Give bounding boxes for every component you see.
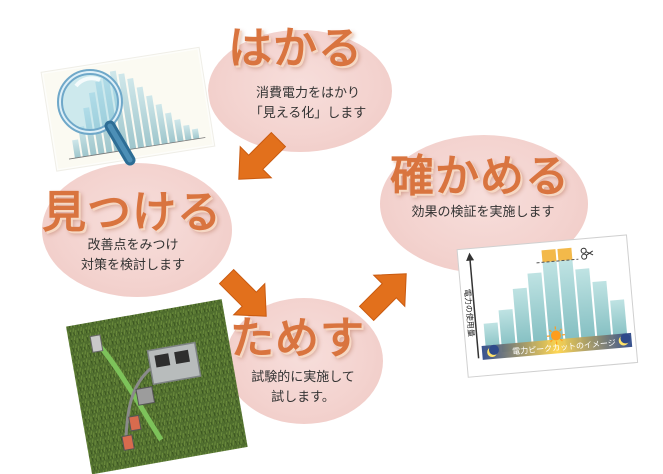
blob-measure — [208, 30, 392, 152]
step-title-measure: はかる — [228, 23, 363, 74]
step-desc-find: 改善点をみつけ 対策を検討します — [80, 238, 185, 273]
step-desc-confirm: 効果の検証を実施します — [411, 205, 555, 220]
peak-chart-y-label: 電力の使用量 — [463, 289, 477, 338]
arrow-find-to-try — [218, 268, 267, 317]
step-title-find: 見つける — [42, 187, 222, 238]
moon-icon — [618, 333, 631, 346]
moon-icon — [487, 344, 499, 358]
scissors-icon — [580, 247, 594, 260]
step-desc-measure: 消費電力をはかり 「見える化」します — [249, 86, 367, 121]
step-title-try: ためす — [230, 313, 365, 364]
arrow-try-to-confirm — [358, 273, 407, 322]
peak-cut-chart-photo: 電力ピークカットのイメージ 電力の使用量 — [456, 234, 639, 378]
peak-bars — [483, 247, 628, 354]
step-title-confirm: 確かめる — [390, 151, 570, 202]
grass-equipment-photo — [66, 299, 248, 474]
magnifier-icon — [57, 69, 136, 166]
sun-icon — [546, 326, 565, 345]
arrow-measure-to-find — [238, 131, 287, 180]
blob-try — [225, 298, 383, 424]
blob-find — [42, 163, 232, 297]
step-desc-try: 試験的に実施して 試します。 — [251, 370, 355, 405]
histogram-photo — [38, 45, 218, 174]
